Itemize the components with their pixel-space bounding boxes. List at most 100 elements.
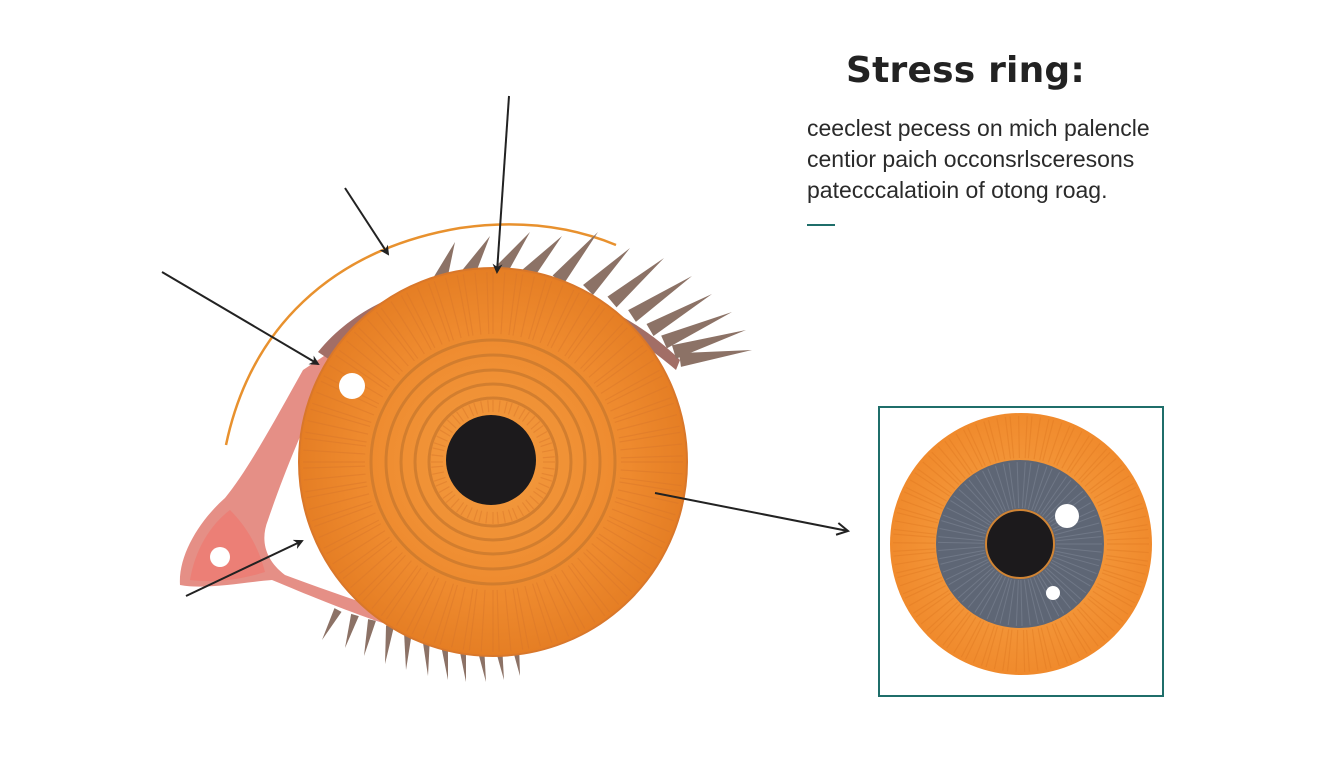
fiber-line xyxy=(1088,464,1123,492)
fiber-line xyxy=(567,307,606,359)
fiber-line xyxy=(608,515,666,544)
eyelash xyxy=(322,608,342,640)
fiber-line xyxy=(917,468,952,494)
fiber-line xyxy=(1076,608,1106,642)
fiber-line xyxy=(550,292,580,349)
fiber-line xyxy=(1080,451,1111,483)
fiber-line xyxy=(1054,622,1073,662)
fiber-line xyxy=(935,608,965,641)
arrow-top xyxy=(492,95,510,274)
fiber-line xyxy=(620,455,683,459)
fiber-line xyxy=(353,331,401,375)
fiber-line xyxy=(941,520,986,535)
eyelash xyxy=(404,631,412,670)
fiber-line xyxy=(1018,416,1021,459)
fiber-line xyxy=(600,359,654,394)
fiber-line xyxy=(596,536,648,575)
fiber-line xyxy=(451,414,461,425)
arrow-left xyxy=(161,271,320,366)
fiber-line xyxy=(620,443,683,451)
fiber-line xyxy=(571,562,611,613)
eyelash xyxy=(345,613,359,648)
fiber-line xyxy=(939,549,985,560)
fiber-line xyxy=(395,571,429,626)
fiber-line xyxy=(433,442,446,448)
fiber-line xyxy=(1106,554,1148,562)
fiber-line xyxy=(619,477,682,487)
inset-highlight-large xyxy=(1055,504,1079,528)
fiber-line xyxy=(554,573,586,629)
fiber-line xyxy=(439,429,451,437)
eyelash xyxy=(364,619,376,656)
fiber-line xyxy=(616,414,678,431)
fiber-line xyxy=(1087,597,1121,626)
fiber-line xyxy=(1100,494,1140,512)
fiber-line xyxy=(1040,627,1052,669)
fiber-line xyxy=(1044,569,1078,604)
fiber-line xyxy=(508,273,518,336)
inset-pupil xyxy=(985,509,1055,579)
fiber-line xyxy=(1027,416,1033,459)
fiber-line xyxy=(1089,595,1124,622)
fiber-line xyxy=(436,435,448,442)
fiber-line xyxy=(358,552,403,597)
fiber-line xyxy=(542,467,555,470)
fiber-line xyxy=(1002,463,1014,509)
fiber-line xyxy=(1104,515,1147,526)
fiber-line xyxy=(406,292,436,349)
eyelash xyxy=(607,258,664,308)
fiber-line xyxy=(922,461,956,490)
fiber-line xyxy=(1033,577,1052,620)
fiber-line xyxy=(427,283,451,342)
fiber-line xyxy=(908,585,946,607)
fiber-line xyxy=(953,495,992,524)
fiber-line xyxy=(1055,550,1101,561)
fiber-line xyxy=(316,391,375,416)
fiber-line xyxy=(938,546,985,552)
fiber-line xyxy=(987,468,1007,512)
fiber-line xyxy=(620,469,683,475)
fiber-line xyxy=(338,536,390,575)
fiber-line xyxy=(531,583,553,643)
description-line: ceeclest pecess on mich palencle xyxy=(807,115,1150,141)
fiber-line xyxy=(433,476,446,482)
fiber-line xyxy=(1099,577,1139,596)
fiber-line xyxy=(323,519,380,549)
fiber-line xyxy=(1102,502,1143,518)
caruncle-highlight xyxy=(210,547,230,567)
fiber-line xyxy=(533,490,544,499)
fiber-line xyxy=(975,424,992,464)
fiber-line xyxy=(915,592,951,618)
fiber-line xyxy=(968,479,998,517)
orbit-arc xyxy=(224,223,617,446)
fiber-line xyxy=(517,505,524,517)
fiber-line xyxy=(539,285,564,344)
fiber-line xyxy=(574,315,615,364)
fiber-line xyxy=(1097,582,1135,604)
fiber-line xyxy=(938,536,985,542)
fiber-line xyxy=(944,440,971,476)
fiber-line xyxy=(1042,420,1055,461)
fiber-line xyxy=(983,421,997,462)
fiber-line xyxy=(942,555,987,573)
stress-rings xyxy=(369,338,617,586)
fiber-line xyxy=(456,411,465,422)
fiber-line xyxy=(1103,507,1144,521)
fiber-line xyxy=(942,611,969,646)
fiber-line xyxy=(487,400,490,413)
fiber-line xyxy=(520,276,535,338)
fiber-line xyxy=(1040,476,1067,515)
fiber-line xyxy=(964,483,997,518)
fiber-line xyxy=(485,511,488,524)
fiber-line xyxy=(619,481,681,493)
fiber-line xyxy=(529,495,540,505)
fiber-line xyxy=(504,589,512,652)
fiber-line xyxy=(521,502,530,513)
fiber-line xyxy=(442,490,453,499)
fiber-line xyxy=(462,588,474,650)
fiber-line xyxy=(433,281,455,341)
fiber-line xyxy=(335,354,388,391)
fiber-line xyxy=(940,552,986,565)
fiber-line xyxy=(938,541,985,544)
fiber-line xyxy=(583,552,628,597)
